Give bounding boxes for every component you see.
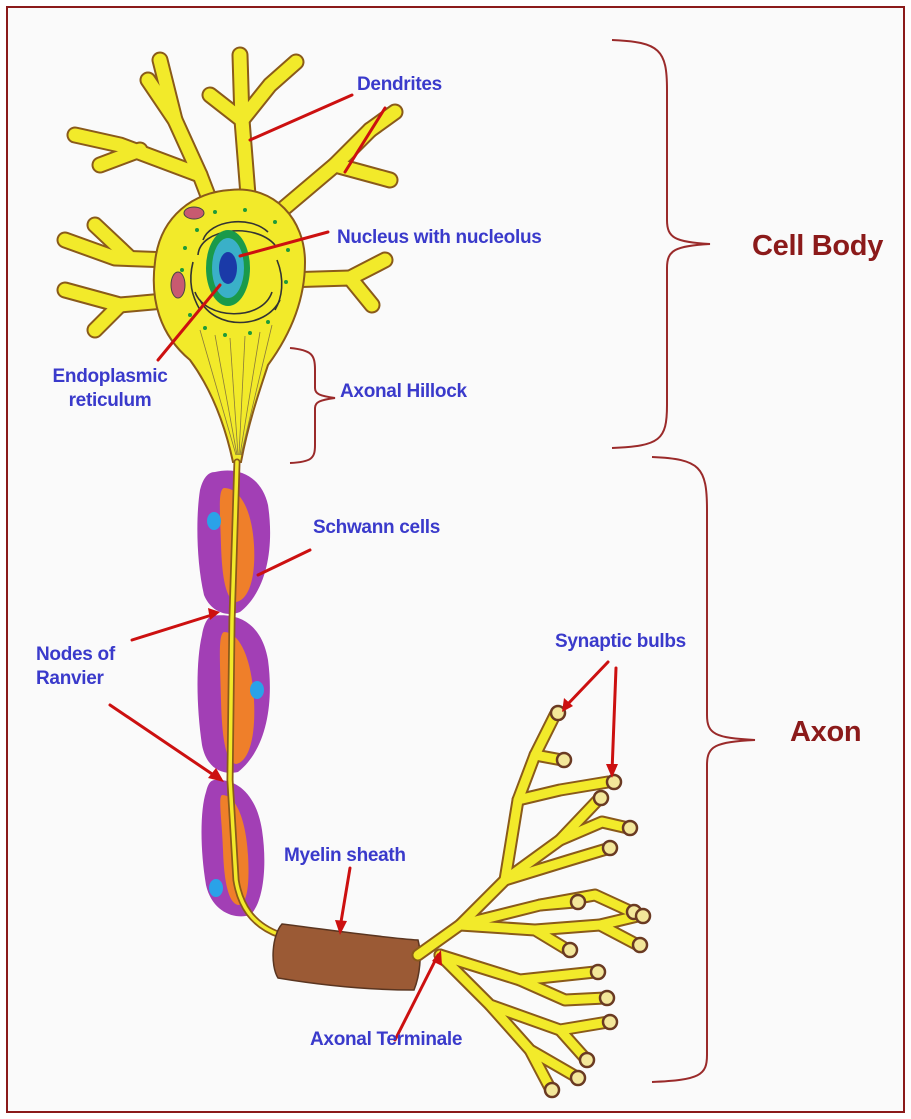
label-nodes-line1: Nodes of [36,643,115,667]
label-axonal-hillock: Axonal Hillock [340,381,467,403]
myelin-sheath [273,924,420,990]
label-cell-body: Cell Body [752,230,883,263]
label-dendrites: Dendrites [357,74,442,96]
label-schwann-cells: Schwann cells [313,517,440,539]
label-myelin-sheath: Myelin sheath [284,845,406,867]
label-er-line1: Endoplasmic [40,365,180,389]
label-synaptic-bulbs: Synaptic bulbs [555,631,686,653]
label-endoplasmic-reticulum: Endoplasmic reticulum [40,365,180,413]
label-axonal-terminale: Axonal Terminale [310,1029,462,1051]
label-er-line2: reticulum [40,389,180,413]
label-nodes-line2: Ranvier [36,667,115,691]
label-nodes-of-ranvier: Nodes of Ranvier [36,643,115,691]
label-nucleus: Nucleus with nucleolus [337,227,542,249]
label-axon: Axon [790,716,861,749]
